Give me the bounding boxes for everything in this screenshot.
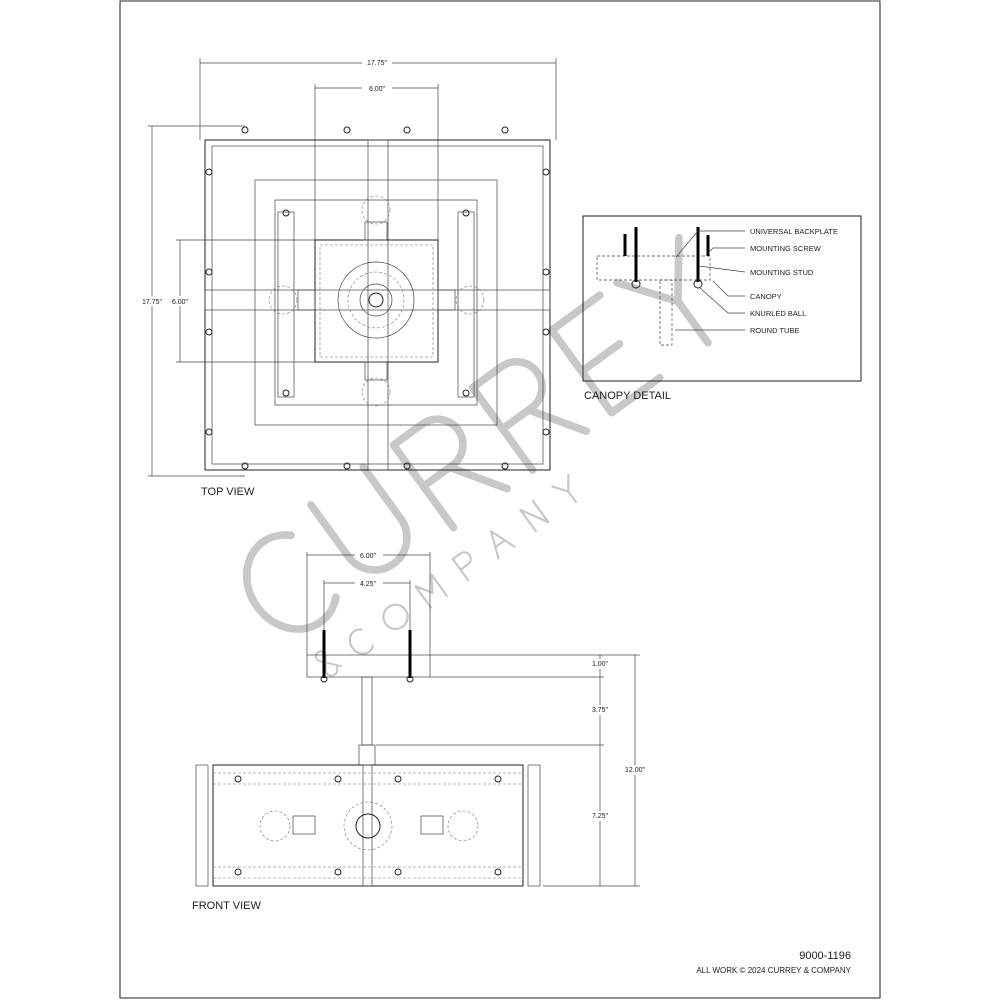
front-view-title: FRONT VIEW	[192, 900, 261, 912]
top-depth-dim: 17.75"	[142, 299, 163, 306]
callout-universal-backplate: UNIVERSAL BACKPLATE	[750, 227, 838, 236]
watermark-logo	[242, 233, 712, 677]
sheet-border	[119, 0, 881, 999]
body-height-dim: 7.25"	[592, 813, 609, 820]
overall-height-dim: 12.00"	[625, 767, 646, 774]
top-canopy-depth-dim: 6.00"	[172, 299, 189, 306]
callout-canopy: CANOPY	[750, 292, 782, 301]
front-view: 6.00" 4.25" 1.00" 3.75" 7.25" 12.00" FRO…	[192, 550, 649, 912]
callout-mounting-screw: MOUNTING SCREW	[750, 244, 822, 253]
front-canopy-dim: 6.00"	[360, 553, 377, 560]
callout-round-tube: ROUND TUBE	[750, 326, 799, 335]
canopy-detail-title: CANOPY DETAIL	[584, 390, 671, 402]
top-canopy-width-dim: 6.00"	[369, 86, 386, 93]
callout-mounting-stud: MOUNTING STUD	[750, 268, 814, 277]
callout-knurled-ball: KNURLED BALL	[750, 309, 806, 318]
top-view-title: TOP VIEW	[201, 486, 255, 498]
copyright: ALL WORK © 2024 CURREY & COMPANY	[696, 966, 851, 975]
top-view: 17.75" 6.00" 17.75" 6.00" TOP VIEW	[140, 56, 557, 498]
canopy-height-dim: 1.00"	[592, 661, 609, 668]
canopy-detail: UNIVERSAL BACKPLATE MOUNTING SCREW MOUNT…	[582, 215, 862, 402]
tube-length-dim: 3.75"	[592, 707, 609, 714]
top-width-dim: 17.75"	[367, 60, 388, 67]
model-number: 9000-1196	[799, 950, 851, 962]
front-studs-dim: 4.25"	[360, 581, 377, 588]
